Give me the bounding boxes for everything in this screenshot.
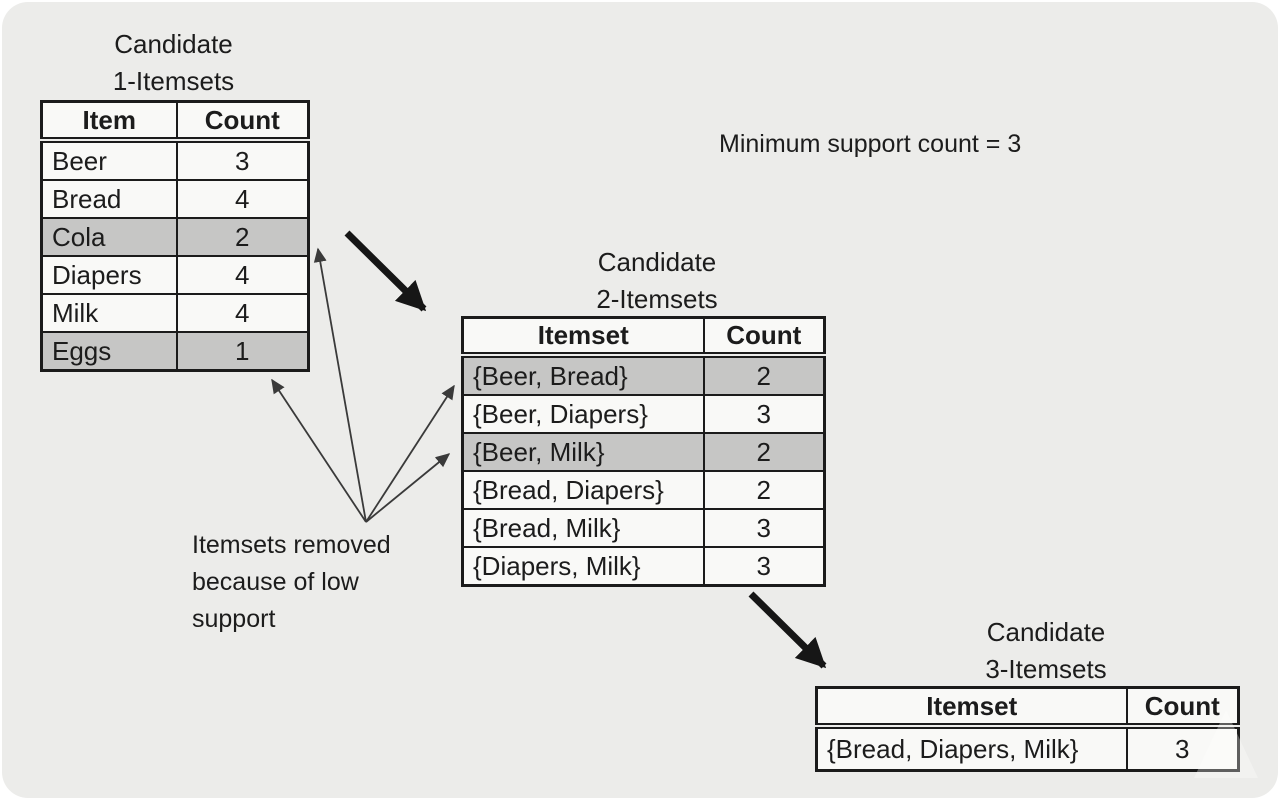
table-row-removed: {Beer, Milk}2 (461, 432, 826, 472)
table-row: {Bread, Diapers, Milk}3 (815, 725, 1240, 772)
count-cell: 2 (175, 217, 310, 257)
itemset-cell: {Beer, Diapers} (461, 394, 705, 434)
table-row: {Beer, Diapers}3 (461, 394, 826, 434)
count-cell: 4 (175, 255, 310, 295)
count-cell: 4 (175, 179, 310, 219)
itemset-cell: Beer (40, 139, 178, 181)
itemset-cell: {Beer, Bread} (461, 354, 705, 396)
column-header: Item (40, 100, 178, 143)
itemset-cell: {Diapers, Milk} (461, 546, 705, 587)
count-cell: 3 (702, 508, 826, 548)
column-header: Count (1125, 686, 1240, 729)
min-support-count-label: Minimum support count = 3 (719, 130, 1022, 158)
count-cell: 1 (175, 331, 310, 372)
candidate-3-itemsets-title: Candidate 3-Itemsets (985, 617, 1107, 684)
count-cell: 3 (702, 546, 826, 587)
table-row: {Diapers, Milk}3 (461, 546, 826, 587)
candidate-2-itemsets-title: Candidate 2-Itemsets (596, 247, 718, 314)
itemset-cell: Diapers (40, 255, 178, 295)
column-header: Count (175, 100, 310, 143)
count-cell: 3 (702, 394, 826, 434)
count-cell: 2 (702, 470, 826, 510)
candidate-1-itemsets-title: Candidate 1-Itemsets (112, 29, 235, 96)
count-cell: 3 (1125, 725, 1240, 772)
count-cell: 3 (175, 139, 310, 181)
itemsets-removed-note: Itemsets removed because of low support (192, 531, 391, 633)
table-row: {Bread, Milk}3 (461, 508, 826, 548)
column-header: Itemset (461, 316, 705, 358)
column-header: Itemset (815, 686, 1128, 729)
itemset-cell: Cola (40, 217, 178, 257)
itemset-cell: {Beer, Milk} (461, 432, 705, 472)
itemset-cell: Bread (40, 179, 178, 219)
table-row-removed: {Beer, Bread}2 (461, 354, 826, 396)
itemset-cell: {Bread, Diapers, Milk} (815, 725, 1128, 772)
itemset-cell: Milk (40, 293, 178, 333)
count-cell: 2 (702, 432, 826, 472)
itemset-cell: {Bread, Diapers} (461, 470, 705, 510)
itemset-cell: {Bread, Milk} (461, 508, 705, 548)
column-header: Count (702, 316, 826, 358)
itemset-cell: Eggs (40, 331, 178, 372)
count-cell: 4 (175, 293, 310, 333)
count-cell: 2 (702, 354, 826, 396)
table-row: {Bread, Diapers}2 (461, 470, 826, 510)
